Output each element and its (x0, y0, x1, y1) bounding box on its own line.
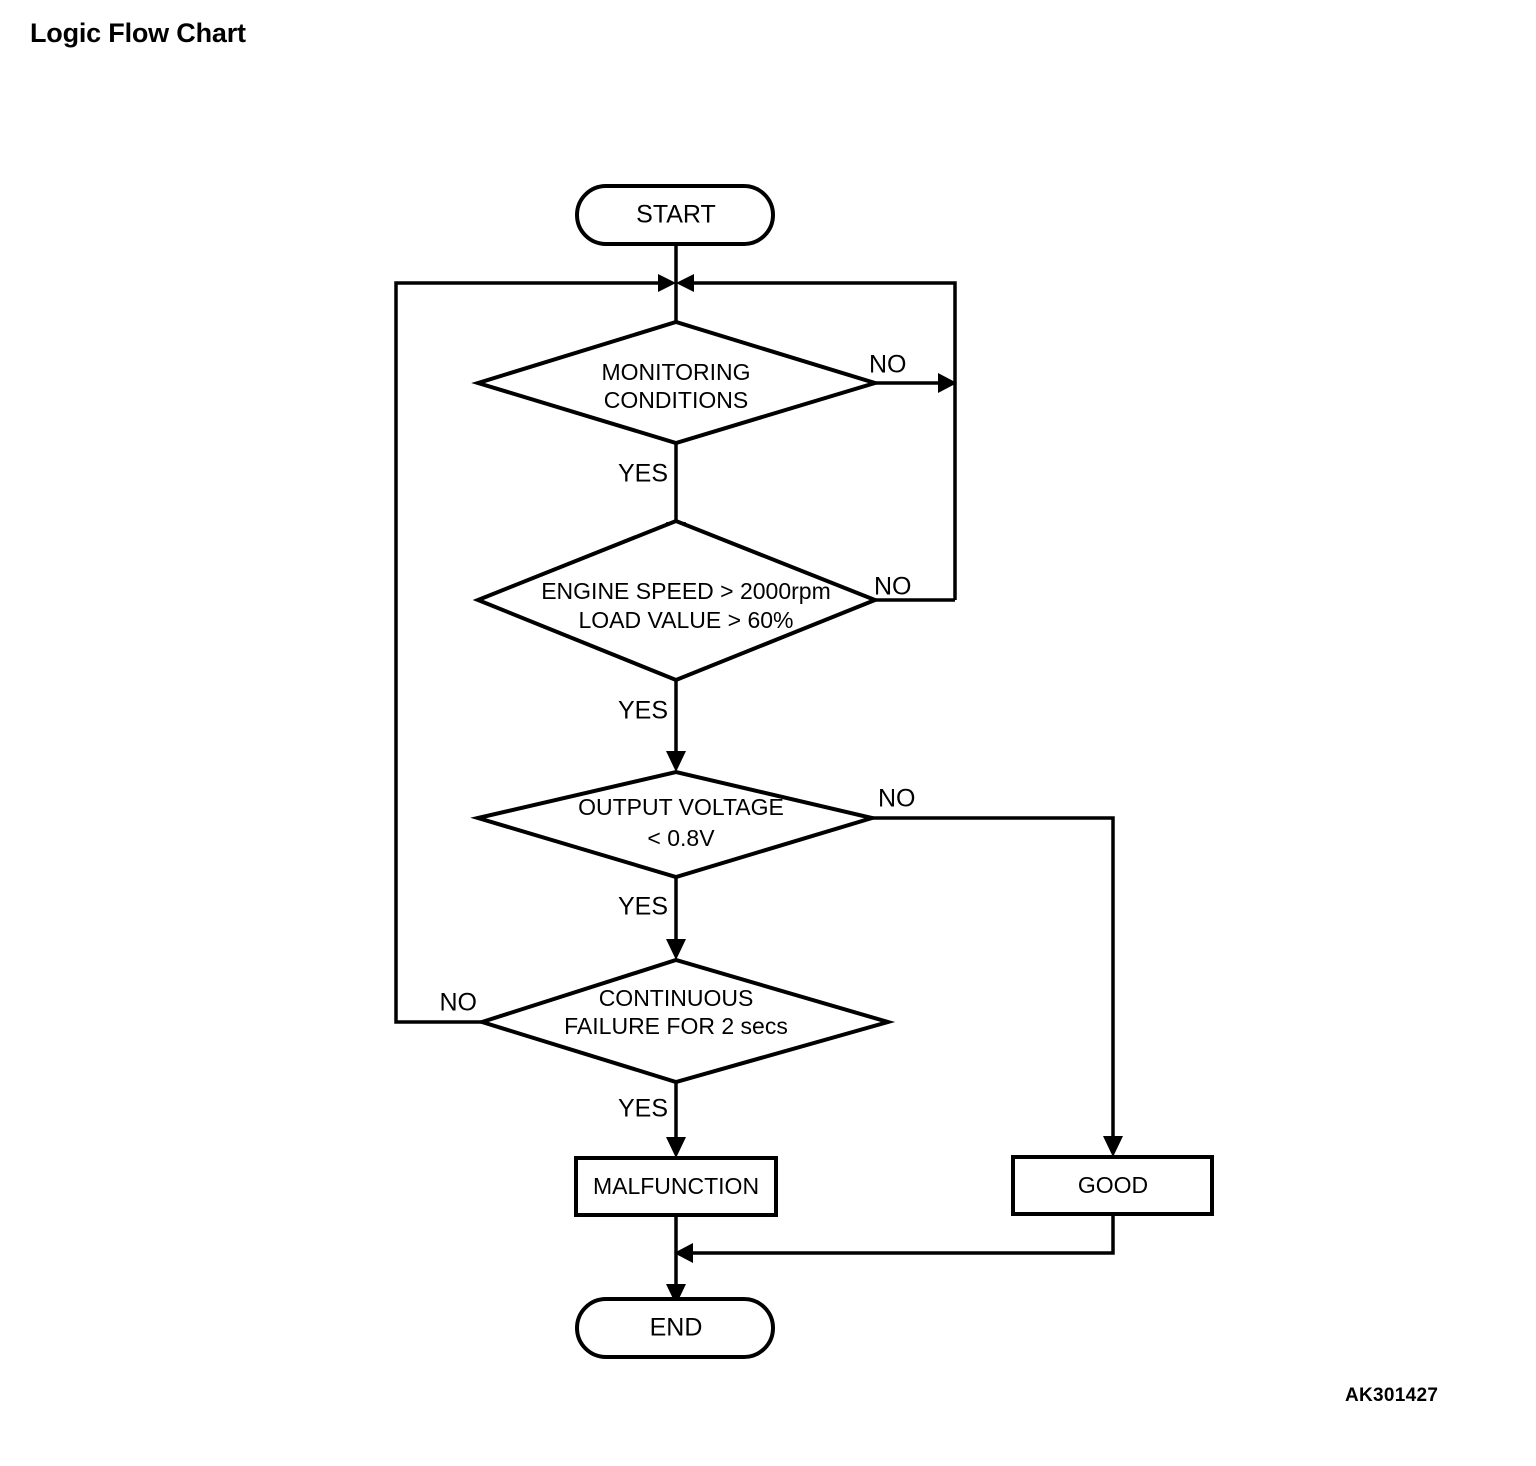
node-monitoring-label-line1: MONITORING (601, 359, 750, 385)
node-end-label: END (650, 1314, 703, 1342)
node-malfunction[interactable] (574, 1156, 778, 1217)
node-good[interactable] (1011, 1155, 1214, 1216)
edge-label-monitoring-yes: YES (618, 460, 668, 488)
arrowhead-good-merge (674, 1243, 693, 1263)
edge-label-voltage-yes: YES (618, 893, 668, 921)
node-continuous-failure[interactable] (475, 957, 896, 1085)
node-voltage-label-line2: < 0.8V (647, 825, 715, 851)
node-engine-speed[interactable] (472, 518, 881, 683)
edge-label-engine-no: NO (874, 573, 912, 601)
node-monitoring-conditions[interactable] (471, 319, 882, 446)
arrowhead-monitoring-no (938, 373, 957, 393)
edge-continuous-no-loopback (394, 281, 665, 1024)
node-output-voltage[interactable] (470, 769, 880, 880)
node-monitoring-label-line2: CONDITIONS (604, 387, 748, 413)
node-voltage-label-line1: OUTPUT VOLTAGE (578, 794, 784, 820)
arrowhead-to-end (666, 1284, 686, 1305)
edge-right-loopback (687, 281, 957, 600)
arrowhead-voltage-yes (666, 939, 686, 960)
edge-label-continuous-yes: YES (618, 1095, 668, 1123)
node-continuous-label-line1: CONTINUOUS (599, 985, 754, 1011)
node-engine-label-line2: LOAD VALUE > 60% (579, 607, 794, 633)
arrowhead-continuous-yes (666, 1137, 686, 1158)
node-good-label: GOOD (1078, 1172, 1148, 1198)
node-malfunction-label: MALFUNCTION (593, 1173, 759, 1199)
node-start[interactable] (575, 184, 775, 246)
edge-label-continuous-no: NO (440, 989, 478, 1017)
node-end[interactable] (575, 1297, 775, 1359)
edge-label-engine-yes: YES (618, 697, 668, 725)
edge-voltage-no-to-good (872, 816, 1115, 1143)
node-start-label: START (636, 201, 716, 229)
reference-code: AK301427 (1345, 1385, 1439, 1406)
edge-good-to-end (688, 1213, 1115, 1255)
arrowhead-loopback-right (676, 274, 694, 292)
edge-label-monitoring-no: NO (869, 351, 907, 379)
page-title: Logic Flow Chart (30, 18, 246, 48)
edge-label-voltage-no: NO (878, 785, 916, 813)
arrowhead-voltage-no (1103, 1136, 1123, 1157)
arrowhead-loopback-left (658, 274, 676, 292)
node-continuous-label-line2: FAILURE FOR 2 secs (564, 1013, 788, 1039)
node-engine-label-line1: ENGINE SPEED > 2000rpm (541, 578, 831, 604)
arrowhead-engine-yes (666, 751, 686, 772)
